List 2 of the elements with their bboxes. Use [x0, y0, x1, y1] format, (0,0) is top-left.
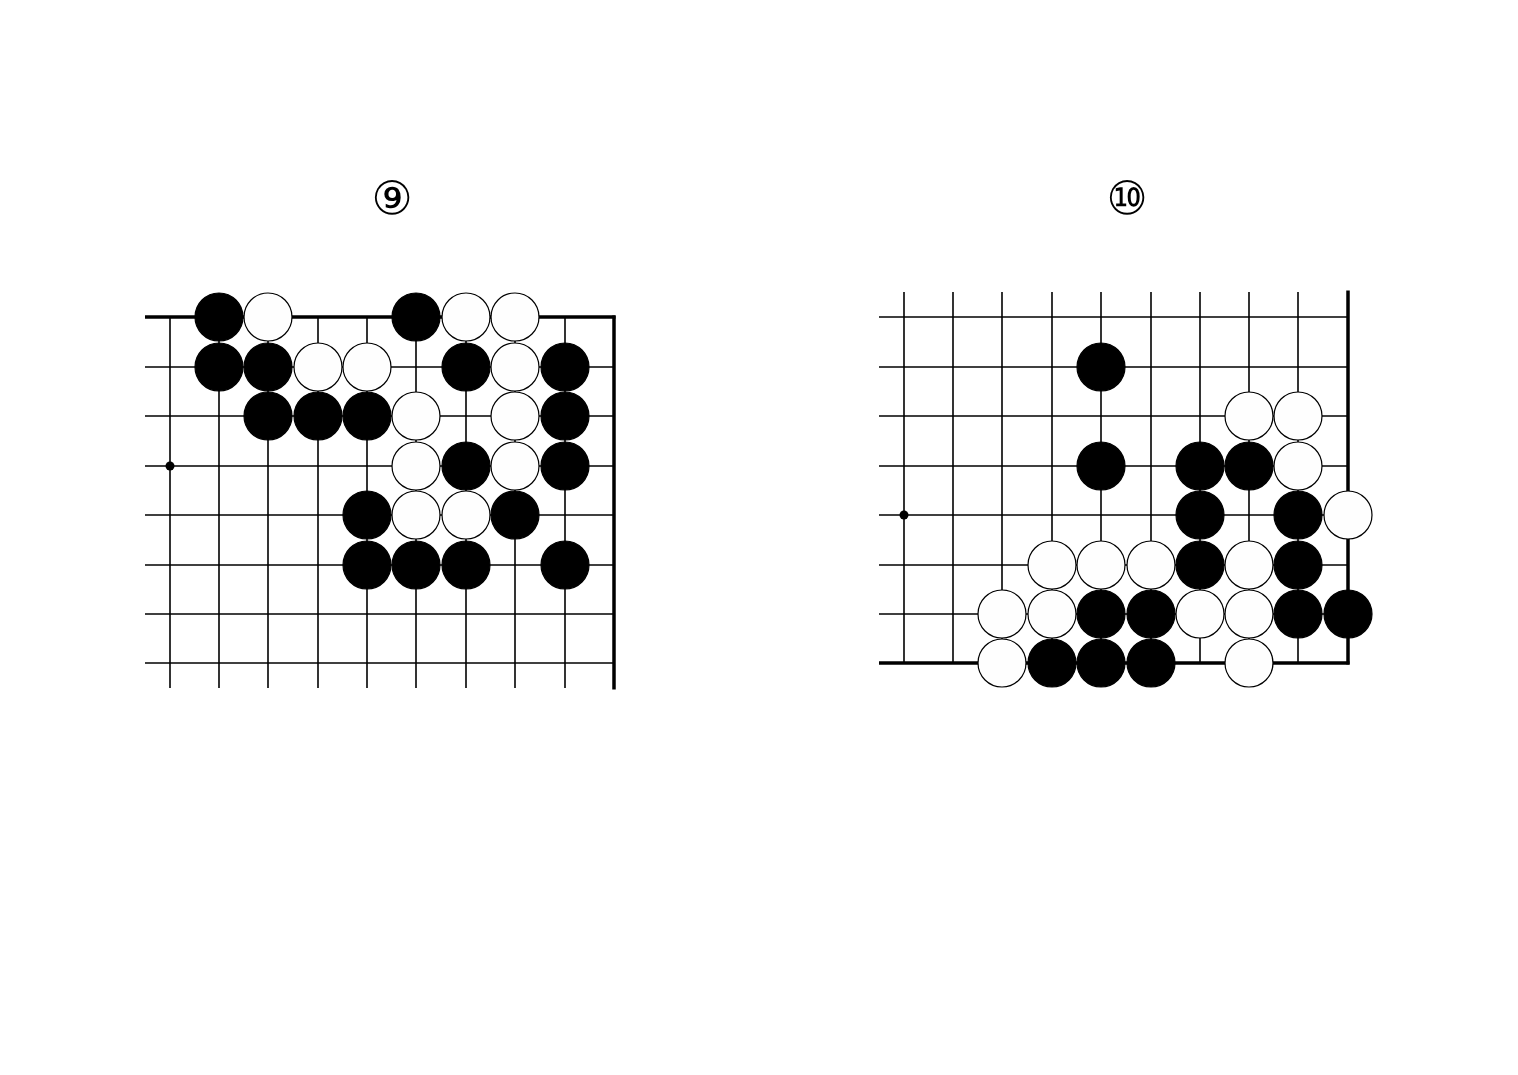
diagram-number: ⑩	[1105, 170, 1149, 226]
diagram-number: ⑨	[370, 170, 414, 226]
